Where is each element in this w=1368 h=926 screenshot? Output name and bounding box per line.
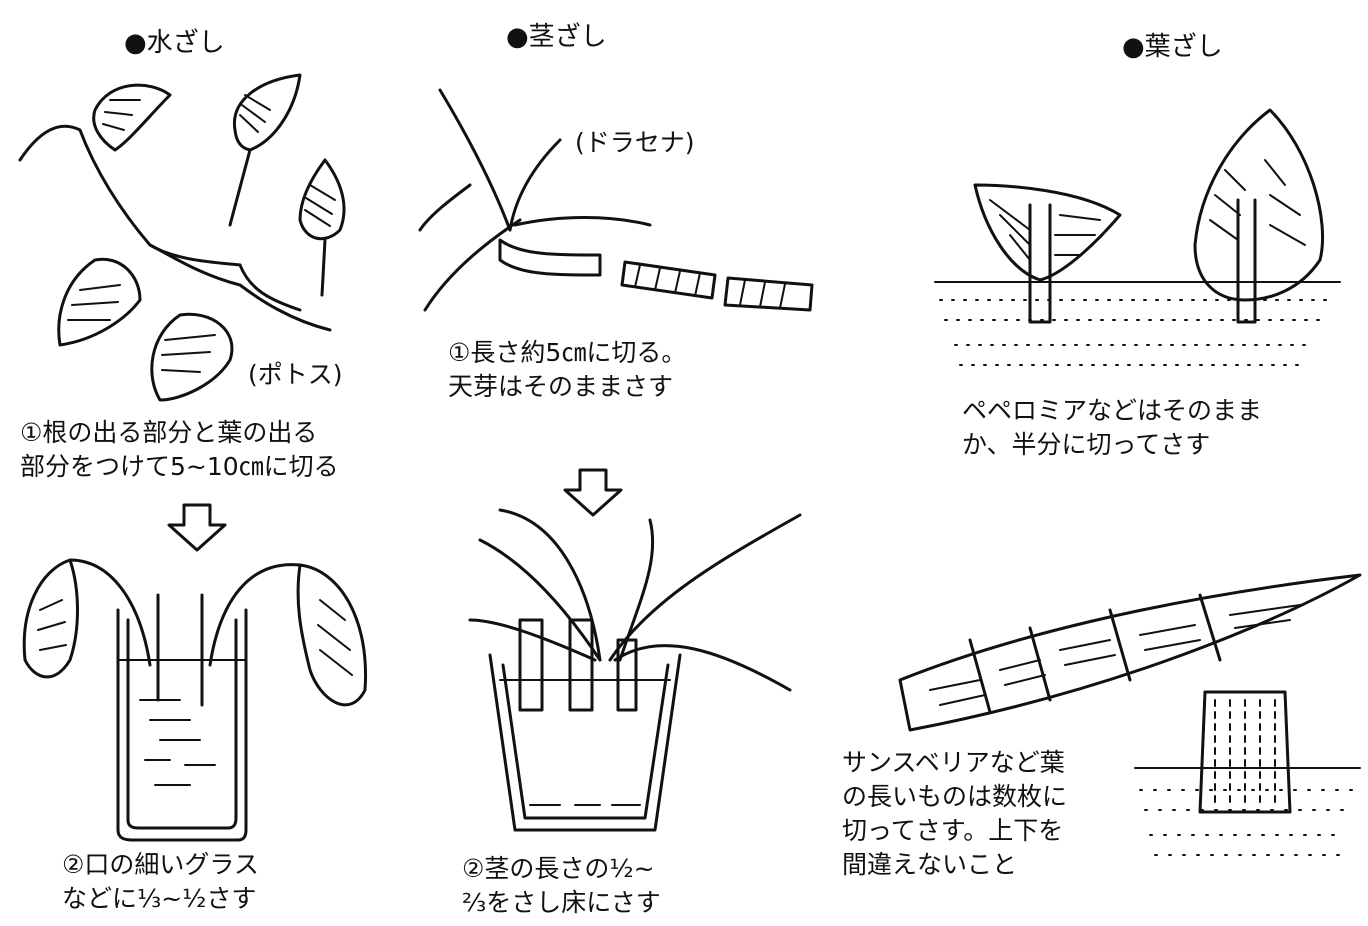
down-arrow-icon bbox=[167, 503, 227, 552]
pothos-cutting-drawing bbox=[18, 73, 346, 402]
caption-line: 天芽はそのままさす bbox=[448, 372, 674, 401]
peperomia-caption: ペペロミアなどはそのまま か、半分に切ってさす bbox=[962, 394, 1262, 462]
caption-line: 切ってさす。上下を bbox=[842, 816, 1064, 845]
sansevieria-caption: サンスベリアなど葉 の長いものは数枚に 切ってさす。上下を 間違えないこと bbox=[842, 746, 1067, 882]
caption-line: の長いものは数枚に bbox=[842, 782, 1068, 811]
stem-step1-caption: ①長さ約5㎝に切る。 天芽はそのままさす bbox=[448, 336, 686, 404]
caption-line: ①根の出る部分と葉の出る bbox=[20, 418, 318, 447]
caption-line: ②口の細いグラス bbox=[62, 850, 259, 879]
water-step2-caption: ②口の細いグラス などに⅓~½さす bbox=[62, 848, 259, 916]
caption-line: ②茎の長さの½~ bbox=[462, 854, 655, 883]
caption-line: 部分をつけて5~10㎝に切る bbox=[20, 452, 339, 481]
stem-step2-caption: ②茎の長さの½~ ⅔をさし床にさす bbox=[462, 852, 661, 920]
caption-line: 間違えないこと bbox=[842, 850, 1018, 879]
stem-cutting-heading: ●茎ざし bbox=[506, 22, 607, 52]
down-arrow-icon bbox=[563, 468, 623, 517]
caption-line: ①長さ約5㎝に切る。 bbox=[448, 338, 687, 367]
sansevieria-cutting-drawing bbox=[898, 573, 1362, 856]
dracaena-cutting-drawing bbox=[418, 88, 814, 312]
water-step1-caption: ①根の出る部分と葉の出る 部分をつけて5~10㎝に切る bbox=[20, 416, 339, 484]
glass-with-cuttings-drawing bbox=[22, 558, 368, 842]
caption-line: か、半分に切ってさす bbox=[962, 430, 1211, 459]
leaf-cutting-heading: ●葉ざし bbox=[1122, 32, 1223, 62]
caption-line: などに⅓~½さす bbox=[62, 884, 257, 913]
pot-with-cuttings-drawing bbox=[468, 508, 802, 832]
peperomia-cutting-drawing bbox=[934, 108, 1341, 366]
caption-line: サンスベリアなど葉 bbox=[842, 748, 1065, 777]
caption-line: ⅔をさし床にさす bbox=[462, 888, 661, 917]
water-cutting-heading: ●水ざし bbox=[124, 28, 225, 58]
dracaena-label: (ドラセナ) bbox=[575, 128, 695, 157]
pothos-label: (ポトス) bbox=[248, 360, 343, 389]
caption-line: ペペロミアなどはそのまま bbox=[962, 396, 1263, 425]
